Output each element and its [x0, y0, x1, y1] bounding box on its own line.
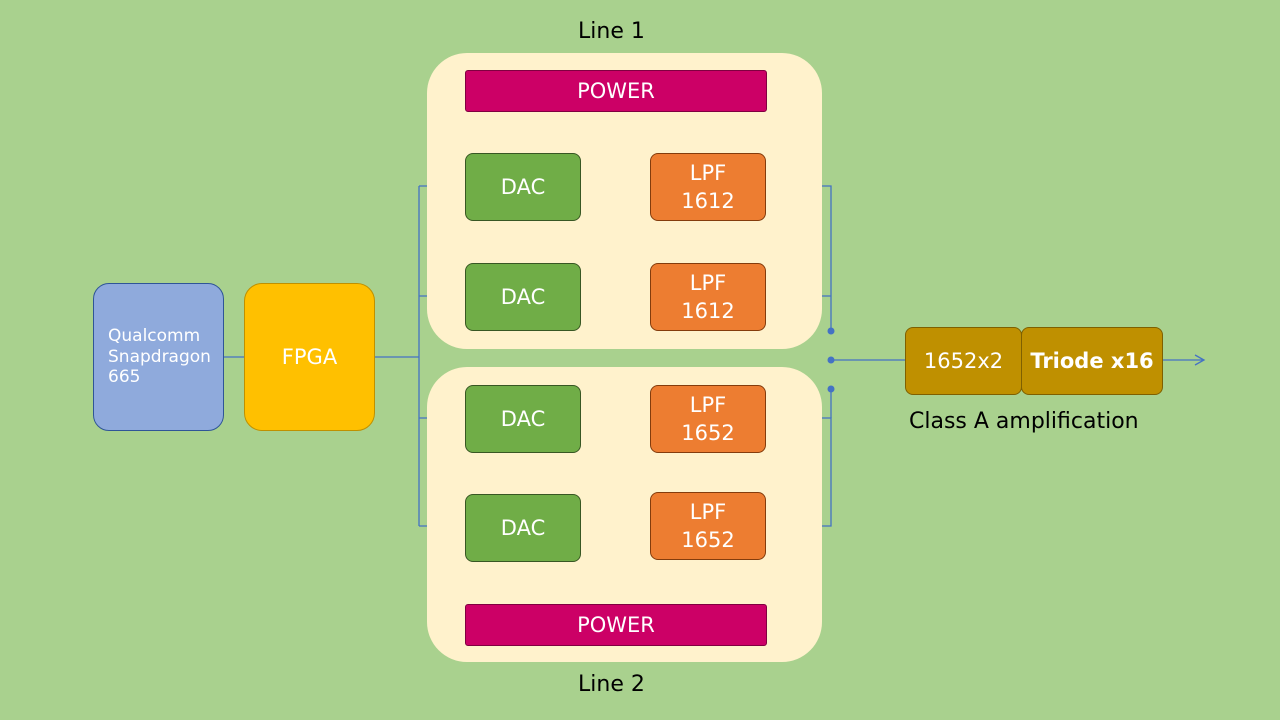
arrow-head	[1194, 354, 1206, 366]
line2-title: Line 2	[578, 672, 645, 697]
soc-model: 665	[108, 367, 141, 388]
lpf-name: LPF	[689, 499, 727, 524]
amp-stage-1652x2: 1652x2	[905, 327, 1022, 395]
line1-lpf-1: LPF 1612	[650, 153, 766, 221]
line2-lpf-1: LPF 1652	[650, 385, 766, 453]
qualcomm-snapdragon-block: Qualcomm Snapdragon 665	[93, 283, 224, 431]
line2-dac-2: DAC	[465, 494, 581, 562]
line1-title: Line 1	[578, 19, 645, 44]
line1-dac-2: DAC	[465, 263, 581, 331]
fpga-block: FPGA	[244, 283, 375, 431]
amp-caption: Class A amplification	[909, 409, 1139, 434]
lpf-model: 1652	[681, 528, 735, 552]
lpf-name: LPF	[689, 160, 727, 185]
line1-dac-1: DAC	[465, 153, 581, 221]
amp-stage-triode: Triode x16	[1021, 327, 1163, 395]
lpf-name: LPF	[689, 392, 727, 417]
lpf-model: 1612	[681, 189, 735, 213]
line2-power-block: POWER	[465, 604, 767, 646]
junction-dots	[827, 327, 835, 393]
line2-lpf-2: LPF 1652	[650, 492, 766, 560]
line1-power-block: POWER	[465, 70, 767, 112]
soc-family: Snapdragon	[108, 346, 211, 367]
line2-dac-1: DAC	[465, 385, 581, 453]
lpf-name: LPF	[689, 270, 727, 295]
lpf-model: 1612	[681, 299, 735, 323]
line1-lpf-2: LPF 1612	[650, 263, 766, 331]
lpf-model: 1652	[681, 421, 735, 445]
soc-vendor: Qualcomm	[108, 326, 201, 347]
